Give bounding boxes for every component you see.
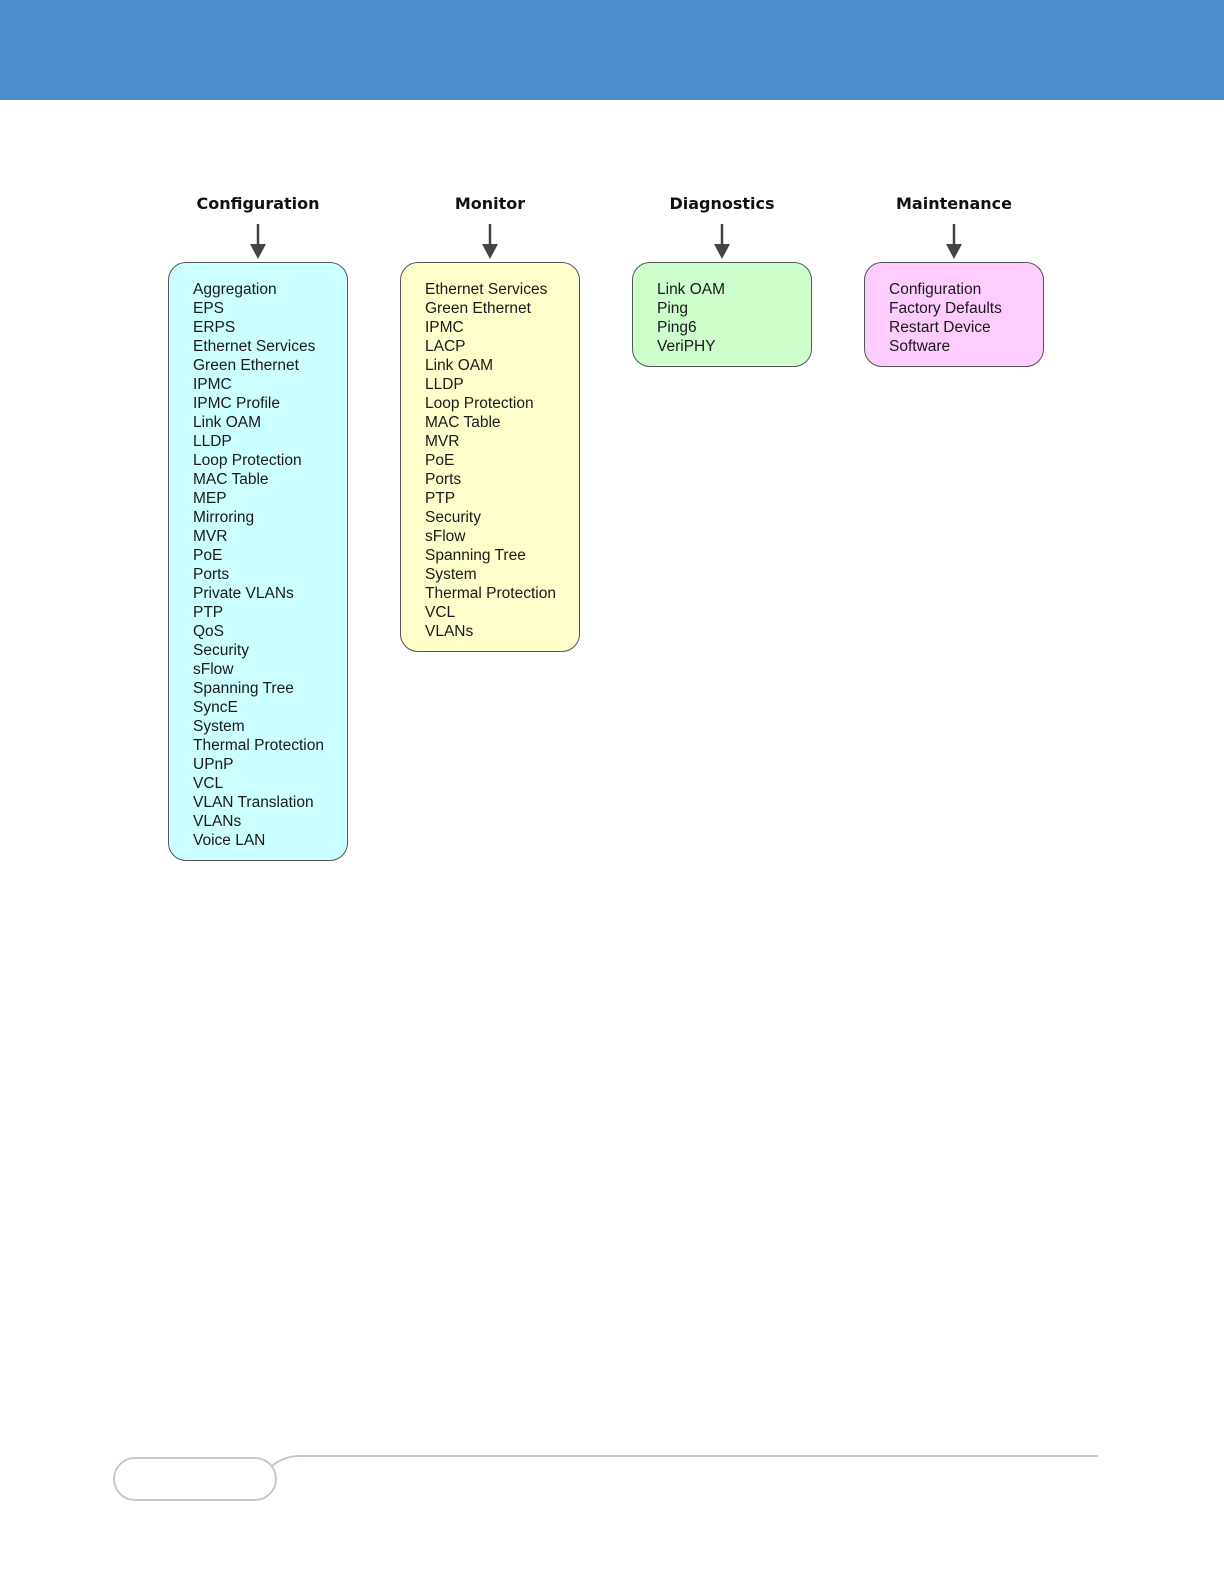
footer-rule [269, 1455, 1098, 1469]
menu-item: Green Ethernet [425, 300, 531, 317]
page-number-tab [113, 1457, 277, 1501]
menu-item: Restart Device [889, 319, 991, 336]
menu-item: Ports [425, 471, 462, 488]
menu-box: Aggregation EPS ERPS Ethernet Services G… [168, 262, 348, 861]
menu-item: Ping [657, 300, 689, 317]
menu-item: PoE [425, 452, 455, 469]
down-arrow-icon [482, 224, 498, 259]
menu-item: MVR [193, 528, 228, 545]
menu-item: Ports [193, 566, 230, 583]
menu-item: Thermal Protection [425, 585, 556, 602]
menu-box: Link OAM Ping Ping6 VeriPHY [632, 262, 812, 367]
menu-item: MVR [425, 433, 460, 450]
column-title: Diagnostics [669, 194, 775, 213]
menu-item: PoE [193, 547, 223, 564]
menu-item: Software [889, 338, 951, 355]
header-band [0, 0, 1224, 100]
menu-item: Loop Protection [425, 395, 534, 412]
menu-item: MAC Table [193, 471, 269, 488]
footer-decoration [113, 1455, 1098, 1501]
menu-item: EPS [193, 300, 225, 317]
menu-item: VCL [193, 775, 224, 792]
menu-item: Loop Protection [193, 452, 302, 469]
menu-box: Configuration Factory Defaults Restart D… [864, 262, 1044, 367]
menu-item: Private VLANs [193, 585, 294, 602]
menu-item: Aggregation [193, 281, 277, 298]
menu-item: Green Ethernet [193, 357, 299, 374]
down-arrow-icon [946, 224, 962, 259]
menu-item: MAC Table [425, 414, 501, 431]
menu-item: sFlow [193, 661, 234, 678]
menu-item: sFlow [425, 528, 466, 545]
menu-item: IPMC [425, 319, 464, 336]
menu-item: MEP [193, 490, 227, 507]
menu-item: VLANs [193, 813, 242, 830]
menu-item: Factory Defaults [889, 300, 1002, 317]
menu-item: Ping6 [657, 319, 697, 336]
menu-item: Thermal Protection [193, 737, 324, 754]
menu-item: Ethernet Services [193, 338, 316, 355]
menu-item: PTP [425, 490, 456, 507]
menu-item: Link OAM [425, 357, 494, 374]
menu-item: SyncE [193, 699, 238, 716]
menu-item: UPnP [193, 756, 234, 773]
menu-item: System [425, 566, 477, 583]
menu-item: Spanning Tree [425, 547, 526, 564]
menu-item: Voice LAN [193, 832, 266, 849]
menu-item: VeriPHY [657, 338, 716, 355]
menu-item: LACP [425, 338, 466, 355]
menu-item: VLANs [425, 623, 474, 640]
menu-item: Ethernet Services [425, 281, 548, 298]
column-title: Maintenance [895, 194, 1012, 213]
menu-item: Link OAM [193, 414, 262, 431]
menu-item: LLDP [425, 376, 464, 393]
menu-box: Ethernet Services Green Ethernet IPMC LA… [400, 262, 580, 652]
menu-item: Link OAM [657, 281, 726, 298]
down-arrow-icon [714, 224, 730, 259]
menu-item: Spanning Tree [193, 680, 294, 697]
menu-item: Security [425, 509, 481, 526]
menu-item: PTP [193, 604, 224, 621]
down-arrow-icon [250, 224, 266, 259]
menu-item: LLDP [193, 433, 232, 450]
column-title: Configuration [196, 194, 320, 213]
column-title: Monitor [454, 194, 526, 213]
menu-item: Configuration [889, 281, 982, 298]
menu-item: ERPS [193, 319, 236, 336]
menu-item: VLAN Translation [193, 794, 314, 811]
menu-item: IPMC Profile [193, 395, 280, 412]
menu-item: IPMC [193, 376, 232, 393]
menu-item: QoS [193, 623, 225, 640]
menu-item: VCL [425, 604, 456, 621]
menu-item: Mirroring [193, 509, 255, 526]
menu-item: System [193, 718, 245, 735]
menu-item: Security [193, 642, 249, 659]
